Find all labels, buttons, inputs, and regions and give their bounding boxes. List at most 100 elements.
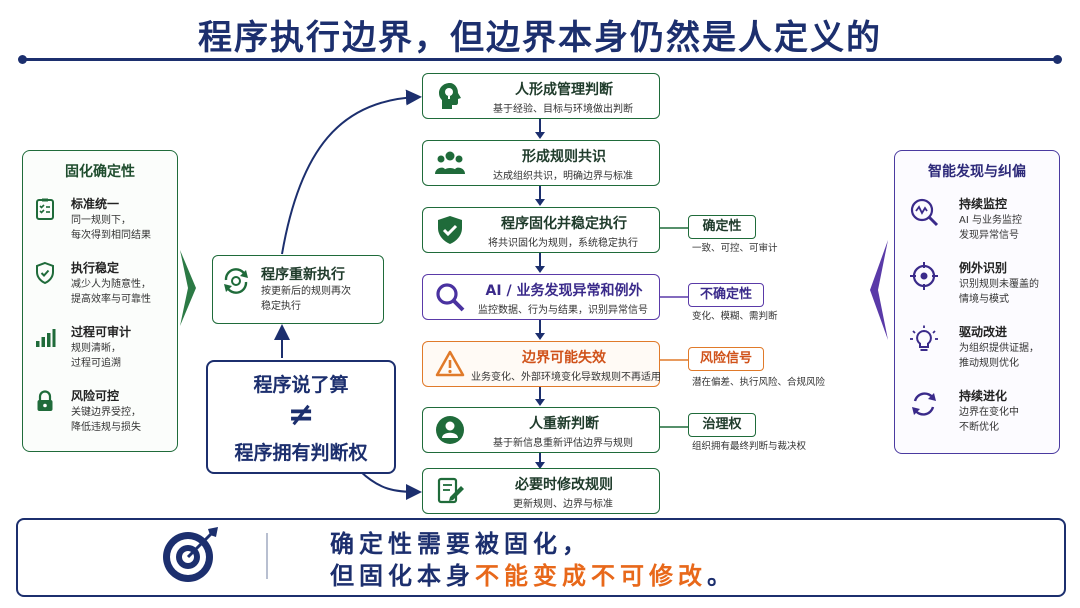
shield-check-icon (438, 216, 462, 244)
step-desc: 更新规则、边界与标准 (513, 499, 613, 510)
title-divider (22, 58, 1058, 61)
banner-separator (266, 533, 268, 579)
step-desc: 监控数据、行为与结果，识别异常信号 (478, 305, 648, 316)
step-program-execute: 程序固化并稳定执行 将共识固化为规则，系统稳定执行 (422, 207, 660, 253)
left-panel-certainty: 固化确定性 标准统一 同一规则下， 每次得到相同结果 执行稳定 减少人为随意性，… (22, 150, 178, 452)
page-title: 程序执行边界，但边界本身仍然是人定义的 (198, 18, 882, 58)
banner-line-2-prefix: 但固化本身 (330, 562, 475, 590)
tag-desc: 组织拥有最终判断与裁决权 (692, 441, 807, 452)
desc-line: 推动规则优化 (959, 358, 1019, 369)
rerun-icon (224, 268, 248, 294)
target-icon (910, 262, 938, 290)
search-icon (436, 283, 465, 312)
monitor-search-icon (910, 198, 939, 227)
rerun-desc: 按更新后的规则再次 稳定执行 (261, 284, 351, 314)
flow-line (539, 320, 541, 334)
right-item-title: 持续监控 (959, 197, 1008, 211)
step-title: 程序固化并稳定执行 (501, 216, 627, 232)
step-modify-rules: 必要时修改规则 更新规则、边界与标准 (422, 468, 660, 514)
left-item-title: 执行稳定 (71, 261, 120, 275)
right-item-desc: AI 与业务监控 发现异常信号 (959, 213, 1022, 243)
flow-line (539, 119, 541, 133)
tag-desc: 潜在偏差、执行风险、合规风险 (692, 377, 826, 388)
right-item-desc: 边界在变化中 不断优化 (959, 405, 1019, 435)
desc-line: 规则清晰， (71, 343, 121, 354)
program-authority-box: 程序说了算 ≠ 程序拥有判断权 (206, 360, 396, 474)
tag-risk-signal: 风险信号 (688, 347, 764, 371)
banner-line-2-suffix: 。 (707, 562, 736, 590)
tag-certainty: 确定性 (688, 215, 756, 239)
step-title: 人形成管理判断 (515, 82, 613, 98)
right-item-desc: 为组织提供证据， 推动规则优化 (959, 341, 1039, 371)
step-boundary-fail: 边界可能失效 业务变化、外部环境变化导致规则不再适用 (422, 341, 661, 387)
desc-line: 发现异常信号 (959, 230, 1019, 241)
rerun-box: 程序重新执行 按更新后的规则再次 稳定执行 (212, 255, 384, 324)
banner-line-2-highlight: 不能变成不可修改 (475, 562, 707, 590)
flow-arrowhead (535, 266, 545, 273)
step-title: 人重新判断 (529, 416, 599, 432)
flow-arrowhead (535, 132, 545, 139)
desc-line: 减少人为随意性， (71, 279, 151, 290)
left-item-title: 过程可审计 (71, 325, 132, 339)
program-line-1: 程序说了算 (253, 374, 349, 396)
step-title: AI / 业务发现异常和例外 (485, 283, 643, 299)
flow-arrowhead (535, 199, 545, 206)
step-rejudge: 人重新判断 基于新信息重新评估边界与规则 (422, 407, 660, 453)
desc-line: 不断优化 (959, 422, 999, 433)
step-rule-consensus: 形成规则共识 达成组织共识，明确边界与标准 (422, 140, 660, 186)
desc-line: 情境与模式 (959, 294, 1009, 305)
banner-line-2: 但固化本身不能变成不可修改。 (330, 556, 736, 591)
right-item-desc: 识别规则未覆盖的 情境与模式 (959, 277, 1039, 307)
flow-arrowhead (535, 333, 545, 340)
step-title: 必要时修改规则 (515, 477, 613, 493)
divider-dot-right (1053, 55, 1062, 64)
edit-doc-icon (437, 477, 464, 504)
desc-line: 边界在变化中 (959, 407, 1019, 418)
step-desc: 基于新信息重新评估边界与规则 (493, 438, 633, 449)
desc-line: 每次得到相同结果 (71, 230, 151, 241)
tag-governance: 治理权 (688, 413, 756, 437)
head-idea-icon (439, 83, 461, 109)
lightbulb-icon (910, 325, 938, 351)
desc-line: AI 与业务监控 (959, 215, 1022, 226)
cycle-icon (912, 392, 936, 416)
rerun-title: 程序重新执行 (261, 267, 345, 283)
desc-line: 稳定执行 (261, 301, 301, 312)
tag-uncertainty: 不确定性 (688, 283, 764, 307)
left-panel-heading: 固化确定性 (65, 164, 135, 180)
left-item-desc: 规则清晰， 过程可追溯 (71, 341, 121, 371)
flow-line (539, 387, 541, 400)
flow-line (539, 186, 541, 200)
desc-line: 降低违规与损失 (71, 422, 141, 433)
right-panel-intelligence: 智能发现与纠偏 持续监控 AI 与业务监控 发现异常信号 例外识别 识别规则未覆… (894, 150, 1060, 454)
flow-line (539, 453, 541, 463)
warning-icon (435, 350, 465, 377)
desc-line: 提高效率与可靠性 (71, 294, 151, 305)
desc-line: 关键边界受控， (71, 407, 141, 418)
person-icon (436, 416, 464, 444)
divider-dot-left (18, 55, 27, 64)
team-icon (435, 151, 465, 174)
left-item-desc: 减少人为随意性， 提高效率与可靠性 (71, 277, 151, 307)
desc-line: 识别规则未覆盖的 (959, 279, 1039, 290)
step-desc: 达成组织共识，明确边界与标准 (493, 171, 633, 182)
step-ai-detect: AI / 业务发现异常和例外 监控数据、行为与结果，识别异常信号 (422, 274, 660, 320)
left-item-title: 风险可控 (71, 389, 120, 403)
desc-line: 过程可追溯 (71, 358, 121, 369)
checklist-icon (36, 198, 54, 220)
desc-line: 按更新后的规则再次 (261, 286, 351, 297)
tag-desc: 一致、可控、可审计 (692, 243, 778, 254)
banner-line-1: 确定性需要被固化， (330, 530, 591, 558)
desc-line: 同一规则下， (71, 215, 131, 226)
shield-check-icon (36, 261, 54, 285)
left-item-desc: 关键边界受控， 降低违规与损失 (71, 405, 141, 435)
left-item-desc: 同一规则下， 每次得到相同结果 (71, 213, 151, 243)
step-desc: 基于经验、目标与环境做出判断 (493, 104, 633, 115)
flow-arrowhead (535, 462, 545, 469)
right-item-title: 持续进化 (959, 389, 1008, 403)
step-desc: 业务变化、外部环境变化导致规则不再适用 (471, 372, 661, 383)
step-title: 形成规则共识 (522, 149, 606, 165)
step-title: 边界可能失效 (522, 350, 606, 366)
right-panel-heading: 智能发现与纠偏 (928, 164, 1026, 180)
